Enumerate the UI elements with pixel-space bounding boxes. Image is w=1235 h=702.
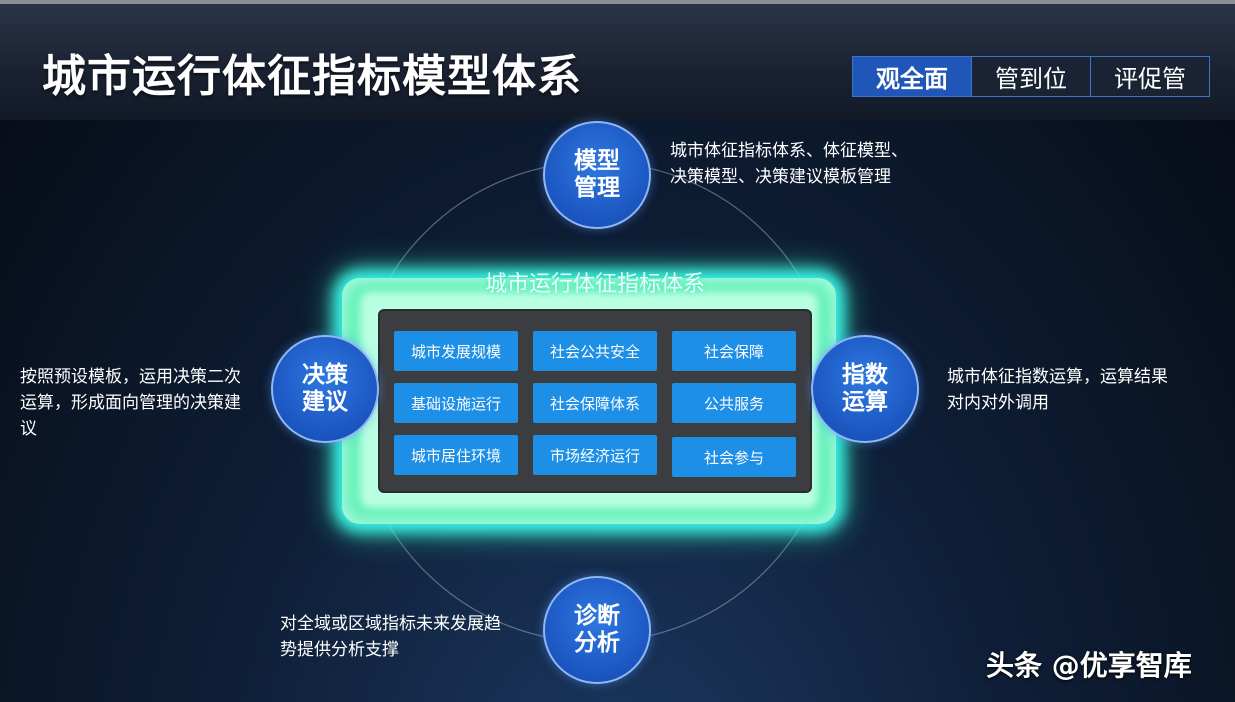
indicator-cell: 社会公共安全 xyxy=(533,331,657,371)
node-label-line1: 指数 xyxy=(842,362,888,388)
indicator-cell: 社会参与 xyxy=(672,437,796,477)
description-right: 城市体征指数运算，运算结果 对内对外调用 xyxy=(947,364,1168,416)
description-line: 议 xyxy=(20,419,37,439)
tab-group: 观全面 管到位 评促管 xyxy=(852,56,1210,97)
node-index-computation: 指数运算 xyxy=(811,335,919,443)
description-line: 对内对外调用 xyxy=(947,393,1049,413)
node-decision-advice: 决策建议 xyxy=(271,335,379,443)
node-label-line2: 管理 xyxy=(574,175,620,201)
indicator-system-title: 城市运行体征指标体系 xyxy=(484,272,705,297)
description-line: 运算，形成面向管理的决策建 xyxy=(20,393,241,413)
description-top: 城市体征指标体系、体征模型、 决策模型、决策建议模板管理 xyxy=(670,138,908,190)
tab-evaluation[interactable]: 评促管 xyxy=(1091,57,1209,96)
node-label-line1: 决策 xyxy=(302,362,348,388)
description-left: 按照预设模板，运用决策二次 运算，形成面向管理的决策建 议 xyxy=(20,364,241,442)
description-line: 决策模型、决策建议模板管理 xyxy=(670,167,891,187)
node-label-line2: 建议 xyxy=(302,389,348,415)
description-line: 城市体征指标体系、体征模型、 xyxy=(670,141,908,161)
node-label-line2: 分析 xyxy=(574,630,620,656)
indicator-cell: 公共服务 xyxy=(672,383,796,423)
description-line: 势提供分析支撑 xyxy=(280,640,399,660)
indicator-cell: 基础设施运行 xyxy=(394,383,518,423)
node-diagnosis-analysis: 诊断分析 xyxy=(543,576,651,684)
page-title: 城市运行体征指标模型体系 xyxy=(42,51,582,102)
indicator-panel: 城市发展规模 社会公共安全 社会保障 基础设施运行 社会保障体系 公共服务 城市… xyxy=(378,309,812,493)
node-label-line2: 运算 xyxy=(842,389,888,415)
description-bottom: 对全域或区域指标未来发展趋 势提供分析支撑 xyxy=(280,611,501,663)
tab-management[interactable]: 管到位 xyxy=(972,57,1091,96)
node-model-management: 模型管理 xyxy=(543,121,651,229)
indicator-cell: 社会保障体系 xyxy=(533,383,657,423)
watermark: 头条 @优享智库 xyxy=(986,649,1192,682)
node-label-line1: 模型 xyxy=(574,148,620,174)
indicator-cell: 城市发展规模 xyxy=(394,331,518,371)
top-border xyxy=(0,0,1235,4)
node-label-line1: 诊断 xyxy=(574,603,620,629)
indicator-cell: 社会保障 xyxy=(672,331,796,371)
description-line: 按照预设模板，运用决策二次 xyxy=(20,367,241,387)
indicator-cell: 市场经济运行 xyxy=(533,435,657,475)
indicator-cell: 城市居住环境 xyxy=(394,435,518,475)
description-line: 对全域或区域指标未来发展趋 xyxy=(280,614,501,634)
header-bar: 城市运行体征指标模型体系 观全面 管到位 评促管 xyxy=(0,4,1235,120)
description-line: 城市体征指数运算，运算结果 xyxy=(947,367,1168,387)
tab-overview[interactable]: 观全面 xyxy=(853,57,972,96)
